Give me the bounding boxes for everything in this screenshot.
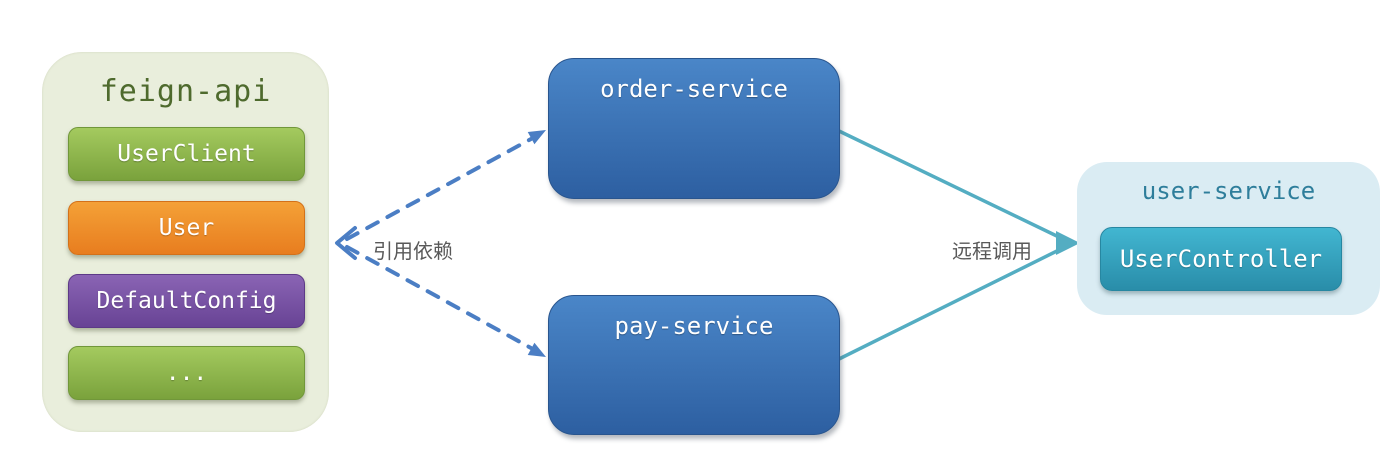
usercontroller-box: UserController <box>1100 227 1342 291</box>
dependency-arrow-pay <box>345 245 546 357</box>
remote-call-edge-label: 远程调用 <box>952 239 1032 263</box>
feign-item-ellipsis: ... <box>68 346 305 400</box>
user-service-panel: user-service UserController <box>1077 162 1380 315</box>
dependency-arrow-order <box>345 130 546 241</box>
feign-api-title: feign-api <box>99 74 272 109</box>
user-service-title: user-service <box>1141 177 1316 205</box>
feign-item-user: User <box>68 201 305 255</box>
feign-item-defaultconfig: DefaultConfig <box>68 274 305 328</box>
order-service-label: order-service <box>600 75 788 103</box>
pay-service-box: pay-service <box>548 295 840 435</box>
remote-call-arrow-order <box>837 129 1065 241</box>
dependency-edge-label: 引用依赖 <box>373 239 453 263</box>
dependency-arrowhead-left <box>335 226 357 260</box>
order-service-box: order-service <box>548 58 840 199</box>
pay-service-label: pay-service <box>614 312 774 340</box>
feign-api-panel: feign-api UserClient User DefaultConfig … <box>42 52 329 432</box>
feign-item-userclient: UserClient <box>68 127 305 181</box>
remote-call-arrow-pay <box>837 246 1065 361</box>
